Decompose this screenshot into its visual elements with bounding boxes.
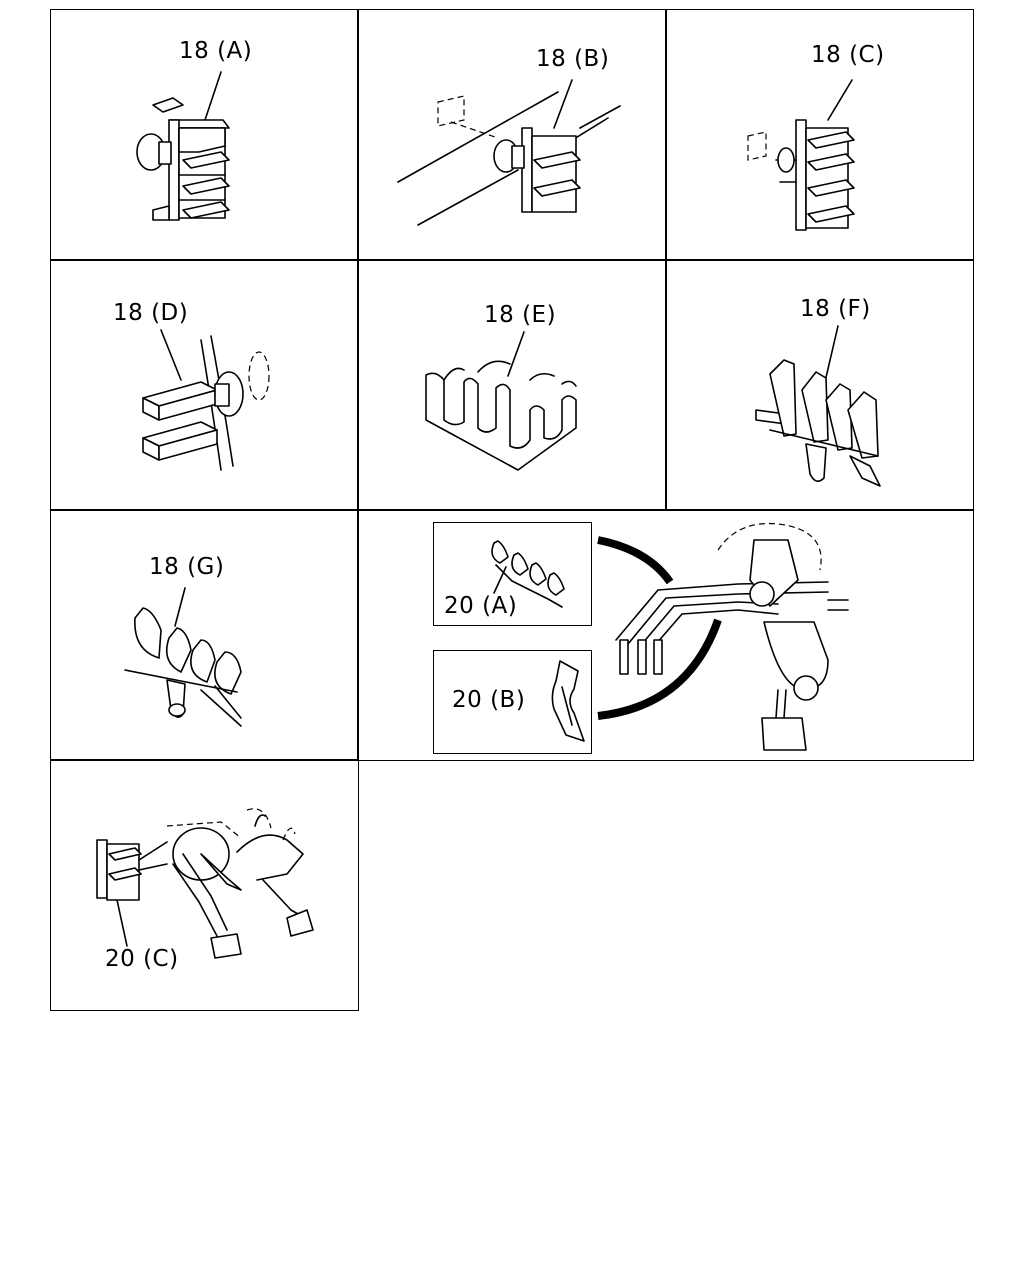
cell-clip-18a: 18 (A) xyxy=(50,9,359,261)
cell-clip-18g: 18 (G) xyxy=(50,509,359,761)
cell-clip-18f: 18 (F) xyxy=(665,259,974,511)
cell-clamp-20ab-assembly: 20 (A) 20 (B) xyxy=(357,509,974,761)
clip-18g-drawing xyxy=(124,587,242,727)
clip-18f-drawing xyxy=(755,325,881,487)
label-18b: 18 (B) xyxy=(536,46,610,72)
cell-clamp-20c: 20 (C) xyxy=(50,759,359,1011)
clamp-20c-drawing xyxy=(96,808,314,959)
pedal-bracket-drawing xyxy=(597,522,849,751)
inset-clamp-20b: 20 (B) xyxy=(433,650,592,754)
label-18d: 18 (D) xyxy=(113,300,189,326)
label-20c: 20 (C) xyxy=(105,946,179,972)
clip-18d-drawing xyxy=(142,329,270,471)
clip-18e-drawing xyxy=(425,331,577,471)
label-20b: 20 (B) xyxy=(452,687,526,713)
clamp-20a-drawing xyxy=(491,540,565,608)
inset-clamp-20a: 20 (A) xyxy=(433,522,592,626)
label-20a: 20 (A) xyxy=(444,593,518,619)
label-18f: 18 (F) xyxy=(800,296,871,322)
clip-18c-drawing xyxy=(747,79,855,231)
cell-clip-18c: 18 (C) xyxy=(665,9,974,261)
clip-18b-drawing xyxy=(397,79,621,226)
clip-18a-drawing xyxy=(136,71,230,221)
cell-clip-18b: 18 (B) xyxy=(357,9,667,261)
label-18a: 18 (A) xyxy=(179,38,253,64)
cell-clip-18d: 18 (D) xyxy=(50,259,359,511)
clamp-20b-drawing xyxy=(551,660,585,742)
cell-clip-18e: 18 (E) xyxy=(357,259,667,511)
label-18e: 18 (E) xyxy=(484,302,557,328)
label-18g: 18 (G) xyxy=(149,554,225,580)
label-18c: 18 (C) xyxy=(811,42,885,68)
